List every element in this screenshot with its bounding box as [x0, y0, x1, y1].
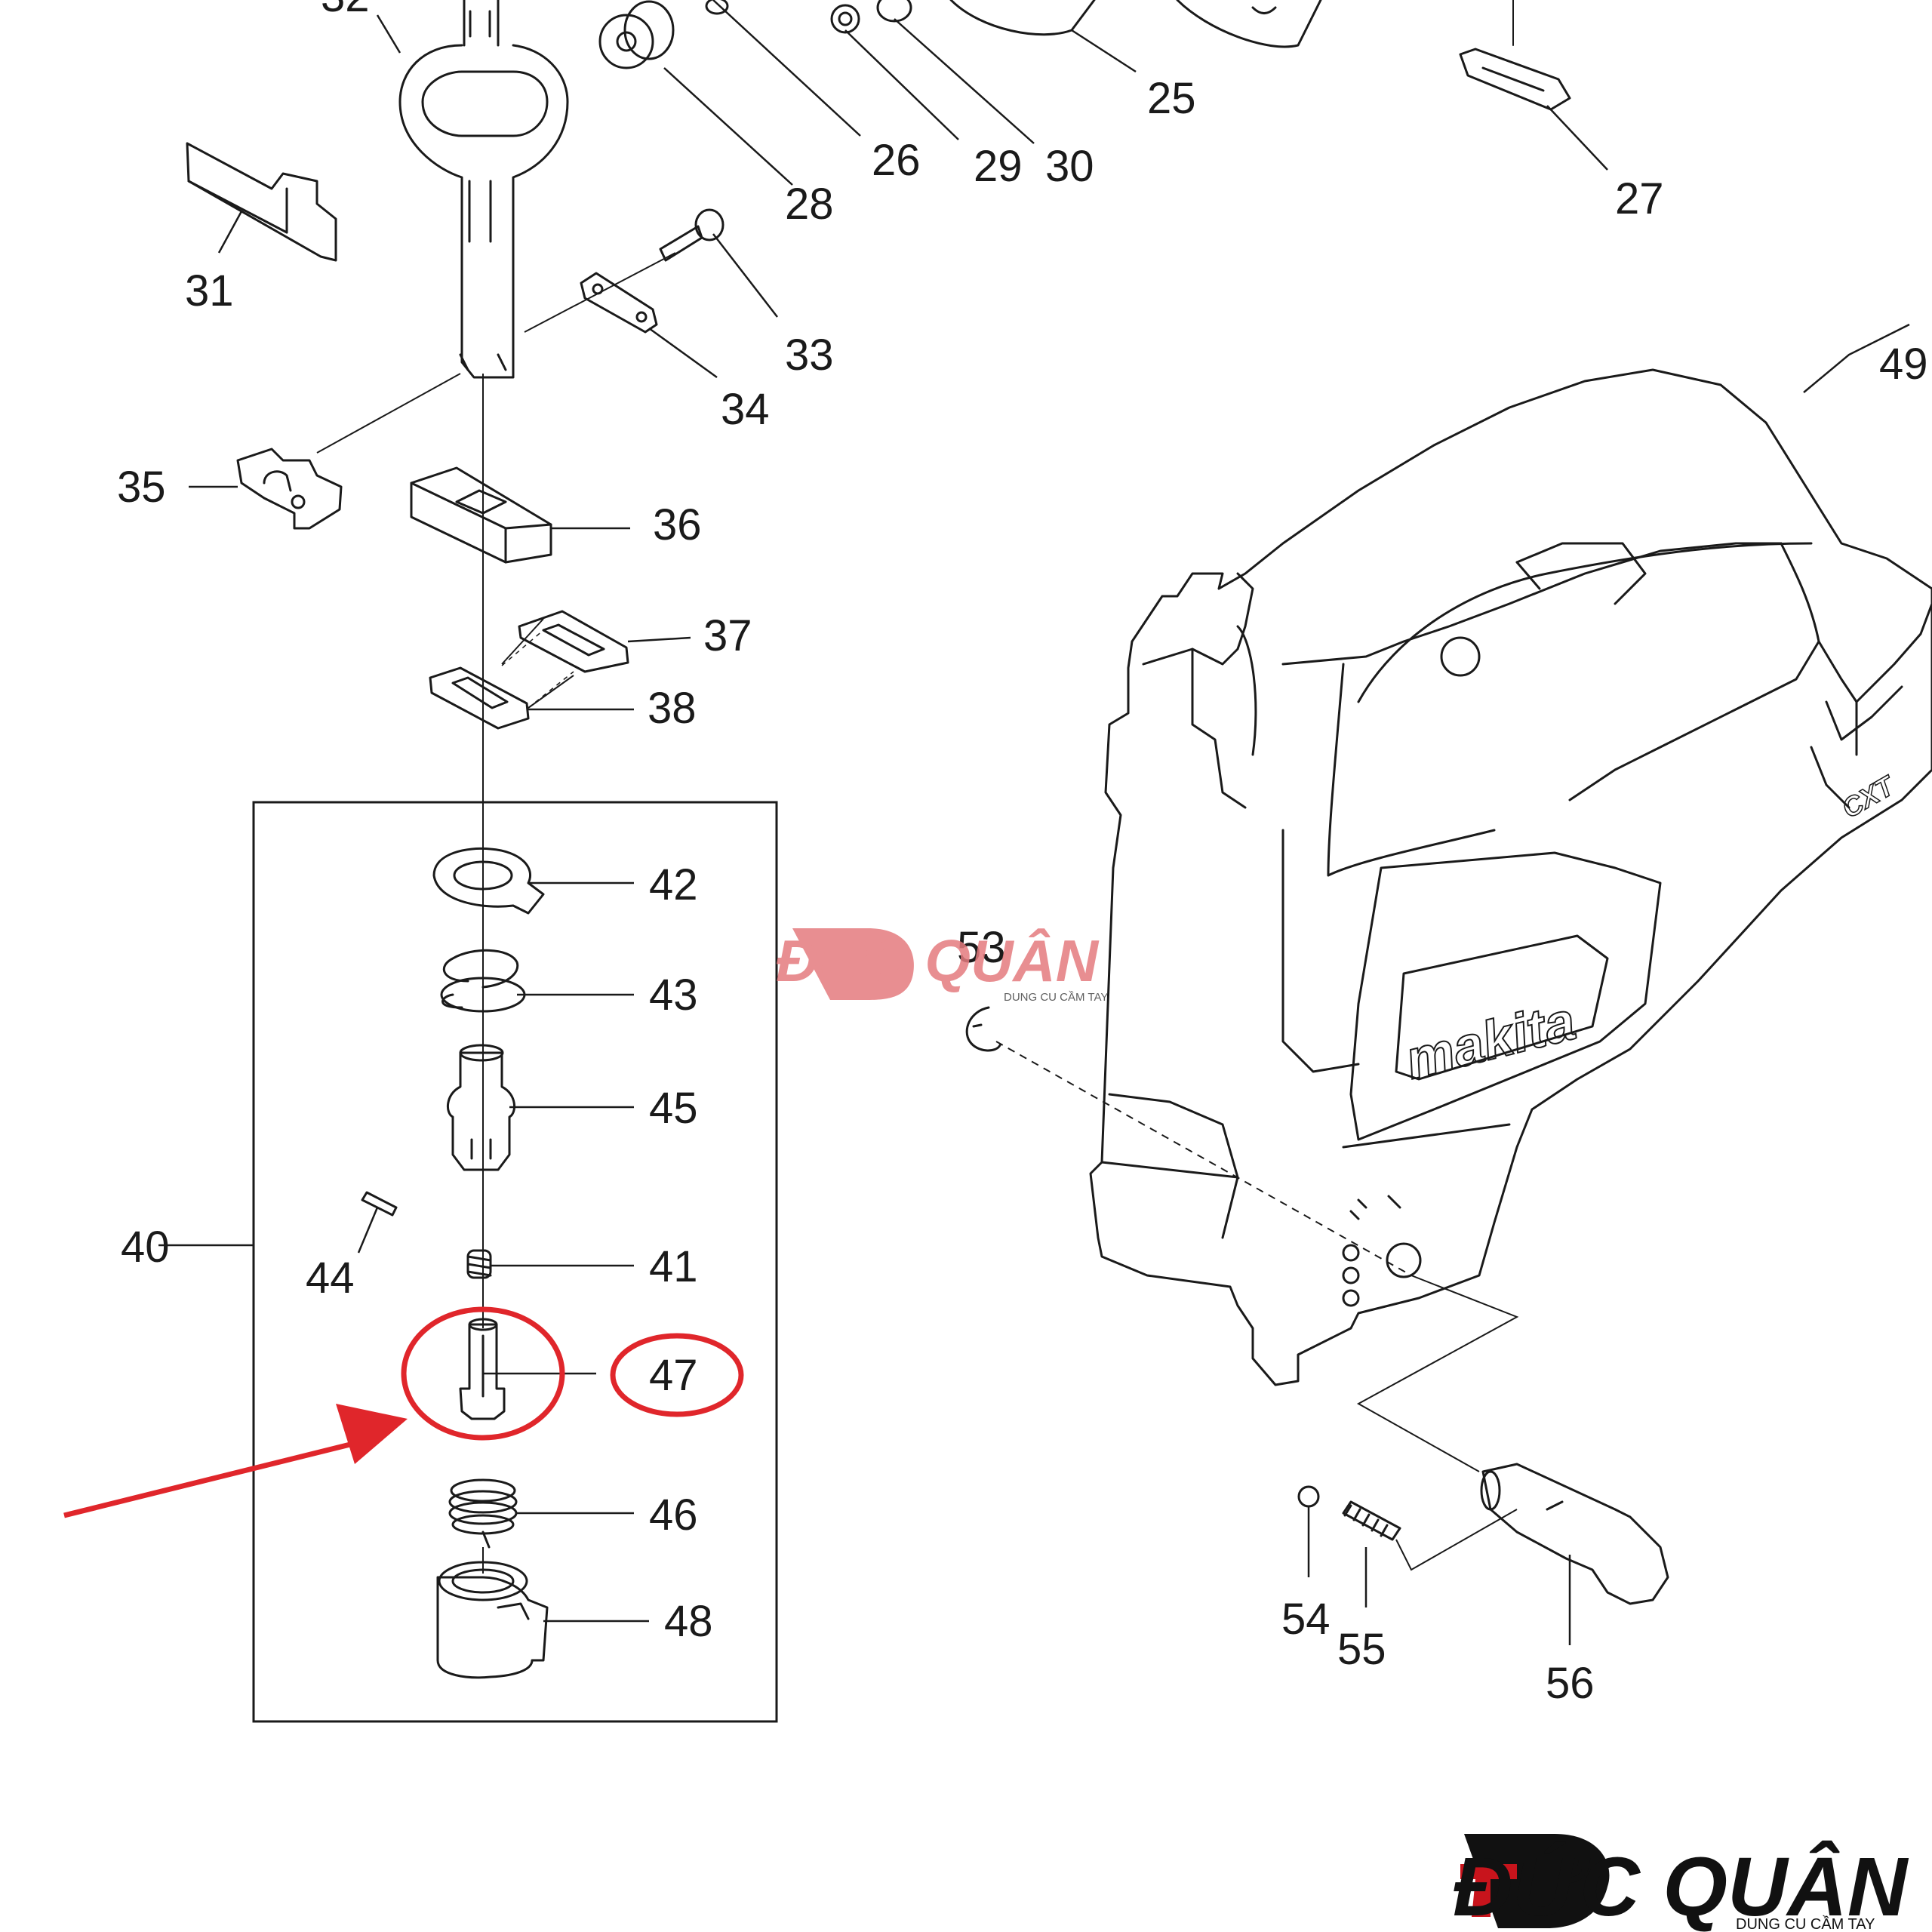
label-54: 54 [1281, 1595, 1331, 1644]
label-33: 33 [785, 331, 834, 380]
part-42-washer [432, 847, 545, 915]
part-49-housing [1089, 368, 1932, 1386]
center-watermark-d-shape [792, 928, 914, 1000]
label-25: 25 [1147, 74, 1196, 123]
cxt-badge-text: CXT [1837, 769, 1901, 824]
label-53: 53 [957, 923, 1006, 972]
part-31-bracket [186, 142, 337, 262]
part-55-spring [1342, 1500, 1401, 1541]
part-41-spring [466, 1249, 492, 1279]
label-49: 49 [1879, 340, 1928, 389]
part-36-block [410, 466, 552, 564]
part-53-eclip [965, 1006, 1001, 1052]
label-56: 56 [1546, 1659, 1595, 1708]
label-42: 42 [649, 860, 698, 909]
part-44-pin [361, 1191, 398, 1217]
part-32-plate [398, 0, 569, 379]
label-31: 31 [185, 266, 234, 315]
label-35: 35 [117, 463, 166, 512]
part-27-plate [1459, 0, 1571, 111]
highlight-arrow-head [336, 1404, 408, 1464]
part-45-collar [446, 1044, 516, 1171]
label-27: 27 [1615, 174, 1664, 223]
part-46-spring [448, 1478, 518, 1549]
housing-badge: CXT [1836, 768, 1902, 825]
part-48-knob [436, 1561, 549, 1679]
part-35-clip [236, 448, 343, 530]
label-47: 47 [649, 1351, 698, 1400]
label-41: 41 [649, 1242, 698, 1291]
label-40: 40 [121, 1223, 170, 1272]
label-32: 32 [321, 0, 370, 21]
part-25-housing-top [949, 0, 1322, 48]
highlight-annotations [63, 1306, 744, 1518]
assembly-box-40 [252, 801, 778, 1723]
part-28-bushing [598, 0, 675, 69]
highlight-circle-number [610, 1333, 744, 1417]
part-54-ball [1297, 1485, 1320, 1508]
part-34-plate [580, 272, 658, 334]
part-33-screw [659, 208, 724, 262]
drill-icon [1460, 1864, 1517, 1917]
label-43: 43 [649, 971, 698, 1020]
makita-logo-text: makita [1400, 991, 1582, 1091]
label-30: 30 [1045, 142, 1094, 191]
center-watermark-name: ĐỨC QUÂN [776, 928, 1100, 994]
label-48: 48 [664, 1597, 713, 1646]
brand-logo-name: ĐỨC QUÂN [1453, 1841, 1909, 1932]
center-watermark: ĐỨC QUÂN DUNG CU CẦM TAY [776, 928, 1108, 1004]
highlight-circle-part [401, 1306, 565, 1441]
center-watermark-tagline: DUNG CU CẦM TAY [1004, 991, 1108, 1004]
brand-logo-tagline: DUNG CU CẦM TAY [1736, 1915, 1875, 1932]
label-45: 45 [649, 1084, 698, 1133]
housing-logo: makita [1399, 990, 1583, 1092]
label-29: 29 [974, 142, 1023, 191]
label-37: 37 [703, 611, 752, 660]
part-37-gasket [518, 610, 629, 673]
part-number-labels: 32 28 26 29 30 25 27 31 33 34 35 36 37 3… [117, 0, 1928, 1708]
label-28: 28 [785, 180, 834, 229]
label-36: 36 [653, 500, 702, 549]
label-55: 55 [1337, 1625, 1386, 1674]
brand-logo-d-shape [1464, 1834, 1610, 1928]
part-47-shaft [459, 1318, 506, 1420]
brand-logo: ĐỨC QUÂN DUNG CU CẦM TAY [1453, 1834, 1909, 1932]
label-26: 26 [872, 136, 921, 185]
label-38: 38 [648, 684, 697, 733]
label-34: 34 [721, 385, 770, 434]
highlight-arrow-shaft [63, 1438, 363, 1518]
part-38-gasket [429, 666, 530, 730]
label-44: 44 [306, 1254, 355, 1303]
part-56-lever [1480, 1463, 1669, 1605]
label-46: 46 [649, 1491, 698, 1540]
parts-26-29-30-small-hardware [705, 0, 912, 34]
